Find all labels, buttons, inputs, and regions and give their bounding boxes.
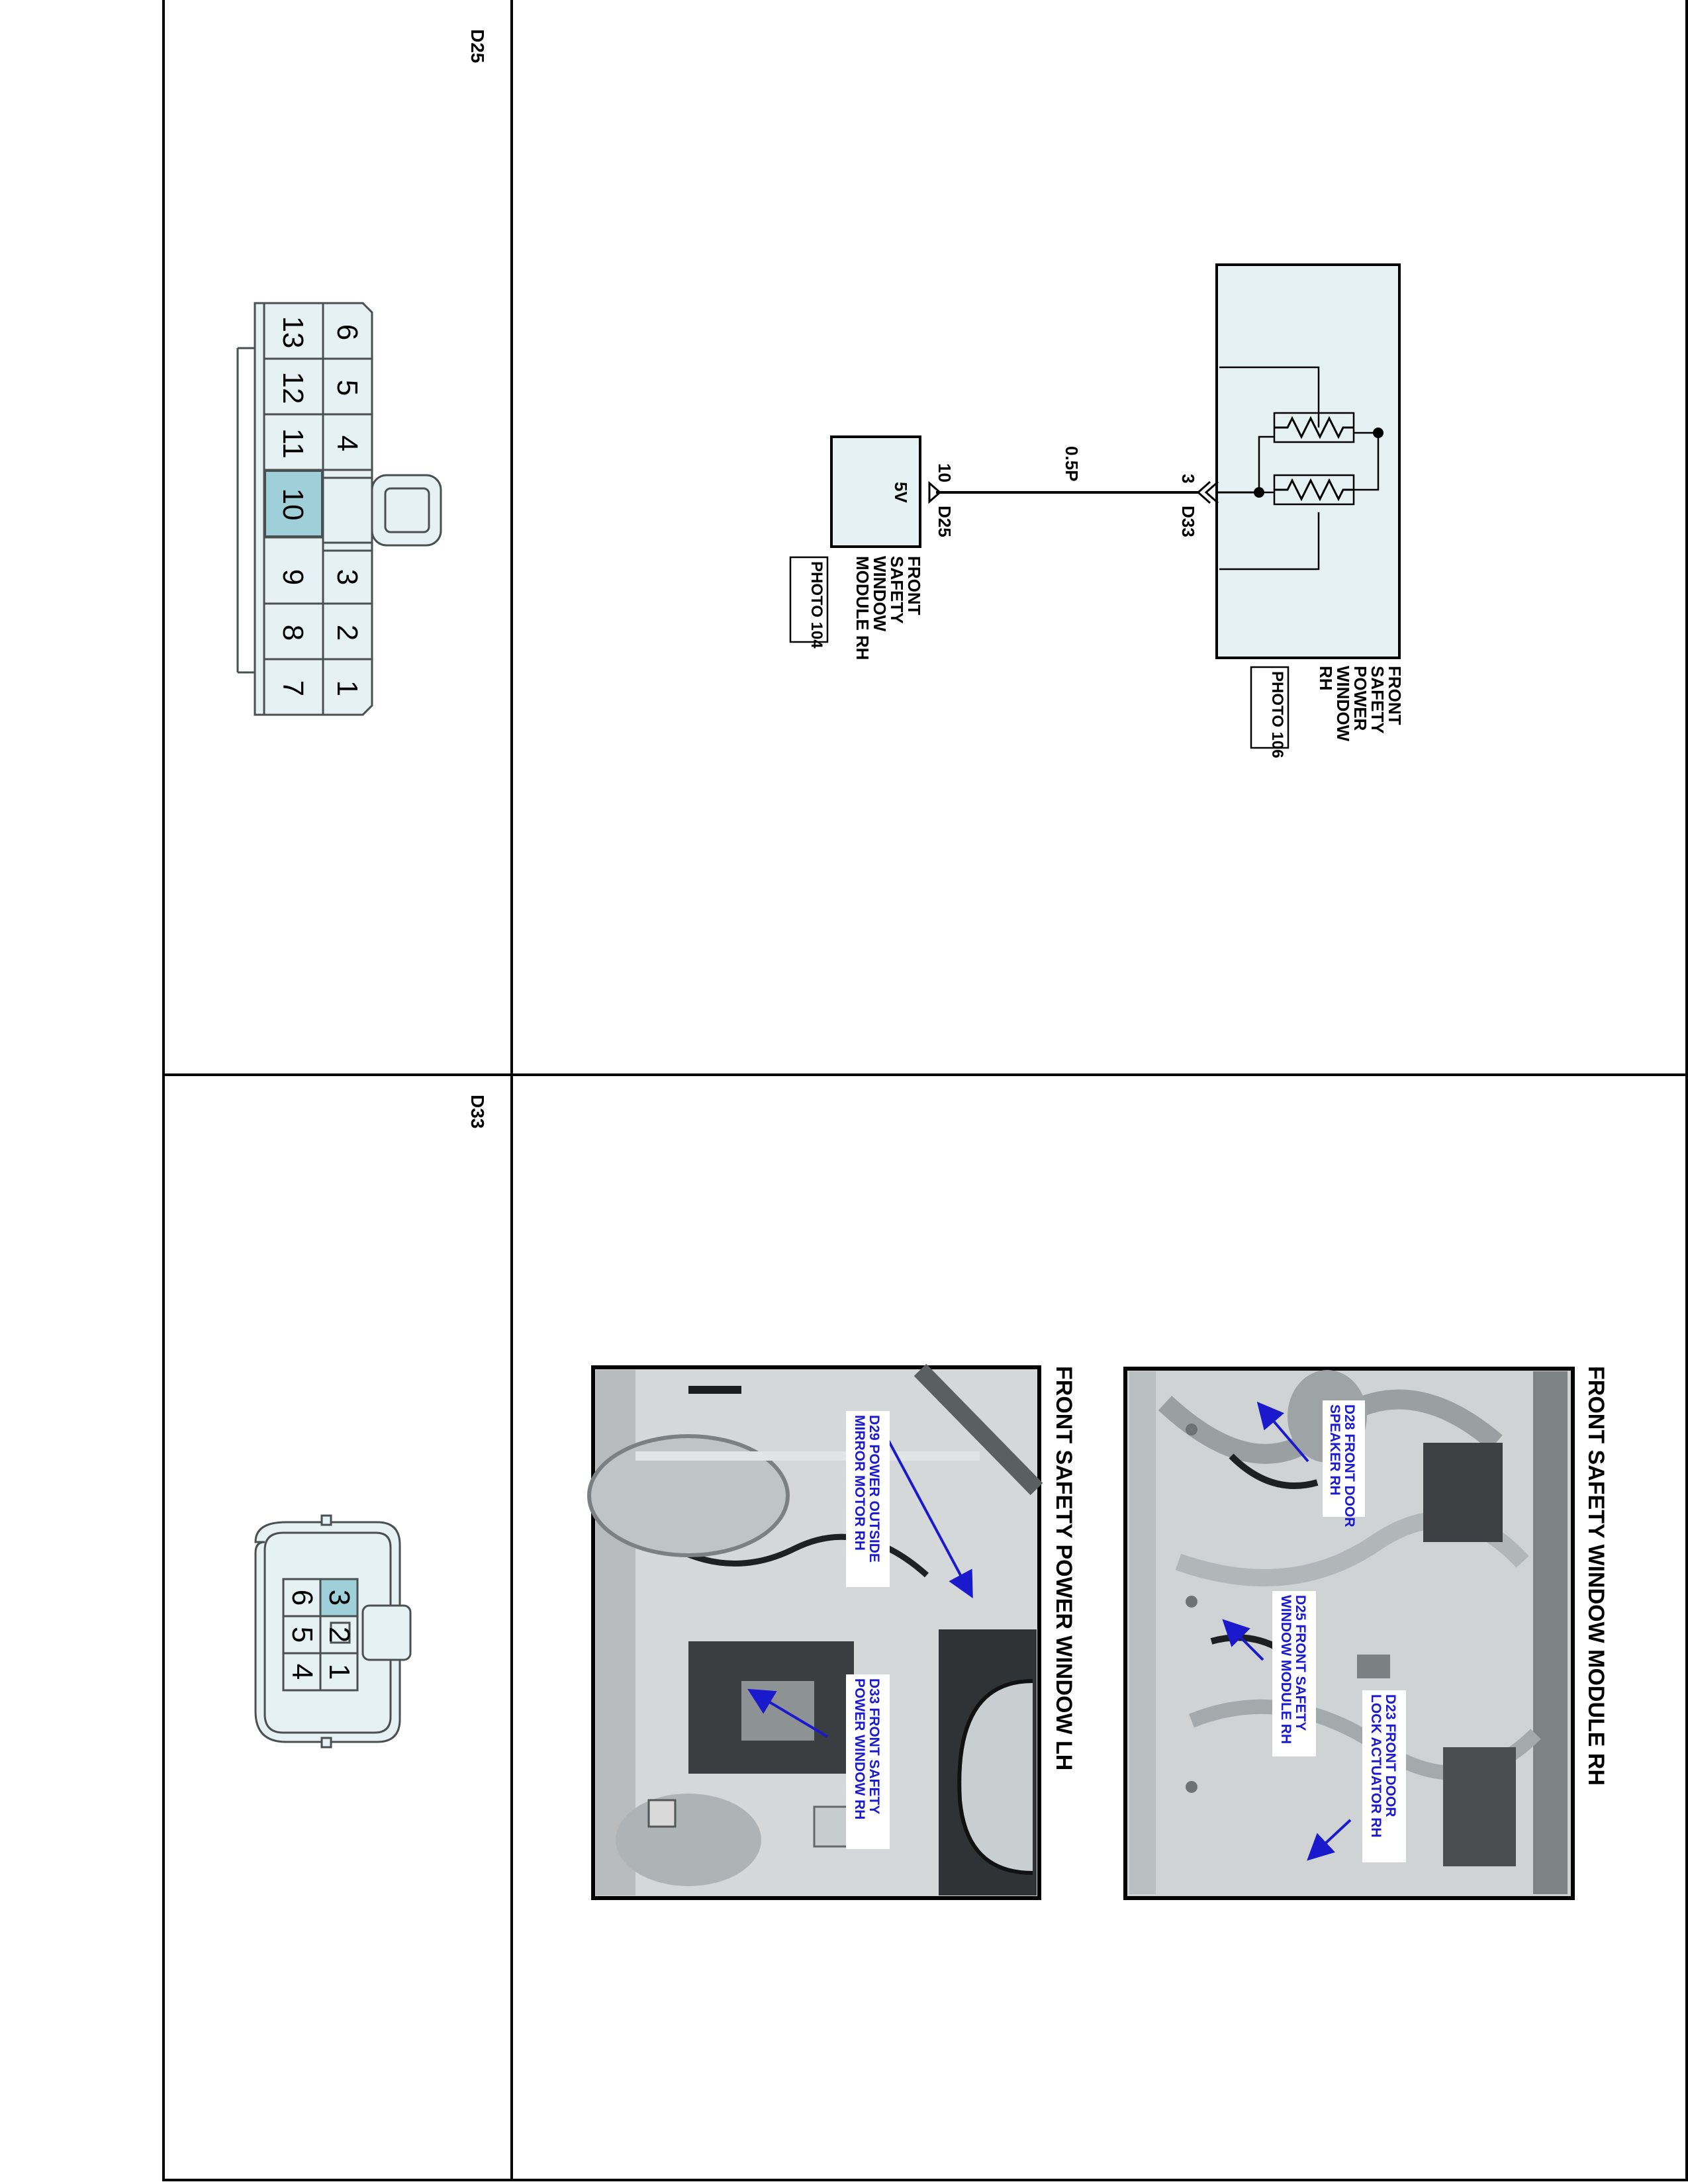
power-window-label-line: POWER bbox=[1350, 666, 1370, 731]
resistor-icon bbox=[1274, 478, 1354, 502]
pin-label: 6 bbox=[331, 324, 363, 340]
module-label-line: FRONT bbox=[904, 556, 924, 615]
power-window-label-line: SAFETY bbox=[1368, 666, 1387, 734]
callout-arrow bbox=[747, 1688, 829, 1738]
module-label-line: WINDOW bbox=[870, 556, 890, 632]
callout-d28: D28 FRONT DOOR SPEAKER RH bbox=[1323, 1400, 1365, 1527]
callout-line: D25 FRONT SAFETY bbox=[1293, 1595, 1308, 1731]
photo-front-safety-power-window bbox=[587, 1363, 1043, 1900]
photo-title-power-window: FRONT SAFETY POWER WINDOW LH bbox=[1051, 1366, 1076, 1770]
photo-ref-box bbox=[1250, 666, 1289, 749]
power-window-label-line: RH bbox=[1316, 666, 1336, 691]
page-frame bbox=[162, 0, 1688, 2181]
pin-label: 5 bbox=[286, 1627, 318, 1643]
power-window-label-line: FRONT bbox=[1385, 666, 1405, 725]
connector-id-d33: D33 bbox=[467, 1095, 488, 1128]
pin-label: 11 bbox=[277, 428, 309, 459]
module-voltage: 5V bbox=[891, 482, 911, 503]
pin-label: 3 bbox=[323, 1590, 355, 1606]
pin-label: 5 bbox=[331, 380, 363, 396]
pin-label: 2 bbox=[331, 625, 363, 641]
pin-label: 12 bbox=[277, 372, 309, 404]
callout-arrow bbox=[1307, 1819, 1352, 1861]
power-window-component bbox=[1196, 263, 1401, 659]
connector-d25-face bbox=[236, 302, 442, 716]
pin-label: 4 bbox=[286, 1664, 318, 1680]
photo-ref: PHOTO 104 bbox=[808, 561, 825, 649]
callout-d33: D33 FRONT SAFETY POWER WINDOW RH bbox=[846, 1674, 890, 1849]
callout-d29: D29 POWER OUTSIDE MIRROR MOTOR RH bbox=[846, 1411, 890, 1587]
connector-id-d25: D25 bbox=[467, 29, 488, 63]
callout-line: D33 FRONT SAFETY bbox=[867, 1678, 882, 1814]
callout-arrow bbox=[878, 1422, 973, 1599]
callout-line: LOCK ACTUATOR RH bbox=[1368, 1694, 1383, 1838]
wire-from-connector: D33 bbox=[1178, 506, 1198, 537]
callout-line: D28 FRONT DOOR bbox=[1342, 1404, 1357, 1527]
callout-arrow bbox=[1222, 1619, 1264, 1661]
wire-color-code: 0.5P bbox=[1062, 446, 1082, 482]
pin-label: 3 bbox=[331, 569, 363, 585]
pin-label: 6 bbox=[286, 1590, 318, 1606]
connector-d33-face bbox=[254, 1514, 412, 1749]
pin-label: 1 bbox=[331, 680, 363, 696]
callout-line: MIRROR MOTOR RH bbox=[852, 1415, 867, 1551]
photo-ref: PHOTO 106 bbox=[1268, 671, 1286, 758]
module-label-line: SAFETY bbox=[887, 556, 907, 624]
callout-d25: D25 FRONT SAFETY WINDOW MODULE RH bbox=[1272, 1591, 1316, 1756]
pin-label: 7 bbox=[277, 680, 309, 696]
callout-line: WINDOW MODULE RH bbox=[1278, 1595, 1293, 1744]
callout-line: SPEAKER RH bbox=[1327, 1404, 1342, 1496]
pin-label: 8 bbox=[277, 625, 309, 641]
pin-label: 1 bbox=[323, 1664, 355, 1680]
pin-label: 10 bbox=[277, 488, 309, 521]
pin-highlight-d25 bbox=[265, 471, 322, 537]
pin-label: 2 bbox=[323, 1627, 355, 1643]
wire-to-pin: 10 bbox=[935, 463, 955, 482]
connector-d25-pins: 1 2 3 4 5 6 7 8 9 10 11 12 13 bbox=[277, 316, 363, 697]
photo-title-module: FRONT SAFETY WINDOW MODULE RH bbox=[1583, 1366, 1609, 1786]
photo-ref-box bbox=[789, 556, 829, 643]
callout-line: D23 FRONT DOOR bbox=[1383, 1694, 1398, 1817]
power-window-label: FRONT SAFETY POWER WINDOW RH PHOTO 106 bbox=[1250, 666, 1405, 758]
resistor-icon bbox=[1274, 416, 1354, 439]
wire-from-pin: 3 bbox=[1178, 474, 1198, 483]
callout-arrow bbox=[1256, 1401, 1309, 1463]
wire-to-connector: D25 bbox=[935, 506, 955, 537]
power-window-label-line: WINDOW bbox=[1333, 666, 1353, 742]
safety-window-module: 5V bbox=[830, 435, 921, 548]
callout-d23: D23 FRONT DOOR LOCK ACTUATOR RH bbox=[1362, 1690, 1406, 1862]
module-label: FRONT SAFETY WINDOW MODULE RH PHOTO 104 bbox=[789, 556, 924, 660]
pin-label: 13 bbox=[277, 316, 309, 349]
module-label-line: MODULE RH bbox=[853, 556, 872, 660]
callout-line: POWER WINDOW RH bbox=[852, 1678, 867, 1819]
pin-label: 9 bbox=[277, 569, 309, 585]
callout-line: D29 POWER OUTSIDE bbox=[867, 1415, 882, 1563]
pin-label: 4 bbox=[331, 435, 363, 451]
connector-d33-pins: 1 2 3 4 5 6 bbox=[286, 1590, 355, 1680]
